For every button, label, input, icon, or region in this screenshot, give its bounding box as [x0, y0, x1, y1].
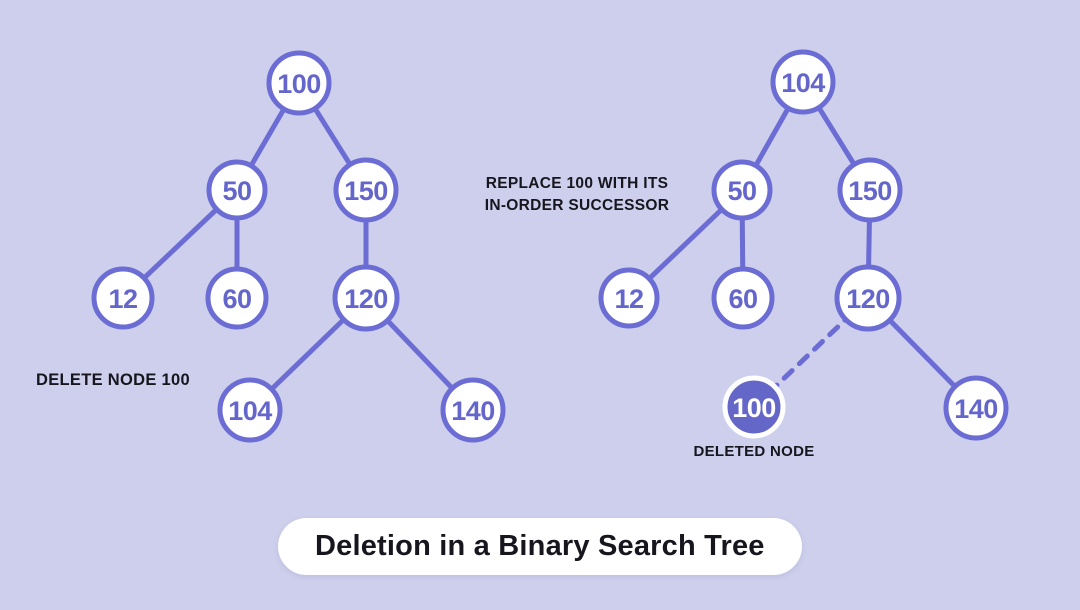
node-circle: [91, 266, 155, 330]
node-circle: [837, 157, 903, 223]
title-pill: Deletion in a Binary Search Tree: [278, 518, 802, 575]
node-value: 60: [222, 284, 251, 314]
node-value: 140: [451, 396, 495, 426]
node-circle: [711, 159, 773, 221]
tree-node-120: 120: [332, 264, 400, 332]
tree-node-100: 100: [266, 50, 332, 116]
tree-node-12: 12: [598, 267, 660, 329]
replace-caption-line2: IN-ORDER SUCCESSOR: [484, 197, 670, 214]
tree-node-150: 150: [837, 157, 903, 223]
tree-node-50: 50: [711, 159, 773, 221]
node-circle: [205, 266, 269, 330]
node-value: 104: [228, 396, 272, 426]
replace-caption: REPLACE 100 WITH ITS IN-ORDER SUCCESSOR: [457, 173, 697, 217]
node-value: 60: [728, 284, 757, 314]
deleted-node-caption: DELETED NODE: [693, 443, 815, 460]
node-value: 100: [732, 393, 776, 423]
node-circle: [834, 264, 902, 332]
node-value: 140: [954, 394, 998, 424]
node-circle: [440, 377, 506, 443]
node-value: 50: [727, 176, 756, 206]
tree-node-140: 140: [943, 375, 1009, 441]
tree-node-12: 12: [91, 266, 155, 330]
node-value: 50: [222, 176, 251, 206]
node-value: 150: [344, 176, 388, 206]
tree-node-104: 104: [217, 377, 283, 443]
replace-caption-line1: REPLACE 100 WITH ITS: [485, 175, 669, 192]
node-value: 104: [781, 68, 825, 98]
tree-node-60: 60: [205, 266, 269, 330]
title-text: Deletion in a Binary Search Tree: [315, 530, 765, 562]
node-value: 12: [108, 284, 137, 314]
node-circle: [770, 49, 836, 115]
deleted-node-circle: [722, 375, 786, 439]
node-value: 12: [614, 284, 643, 314]
deleted-tree-node-100: 100: [722, 375, 786, 439]
node-circle: [217, 377, 283, 443]
node-circle: [711, 266, 775, 330]
node-value: 150: [848, 176, 892, 206]
node-circle: [598, 267, 660, 329]
node-circle: [206, 159, 268, 221]
delete-node-caption: DELETE NODE 100: [36, 371, 190, 389]
node-circle: [332, 264, 400, 332]
tree-node-104: 104: [770, 49, 836, 115]
node-value: 120: [344, 284, 388, 314]
tree-node-150: 150: [333, 157, 399, 223]
node-value: 100: [277, 69, 321, 99]
node-circle: [333, 157, 399, 223]
node-circle: [943, 375, 1009, 441]
tree-node-140: 140: [440, 377, 506, 443]
tree-node-60: 60: [711, 266, 775, 330]
node-circle: [266, 50, 332, 116]
node-value: 120: [846, 284, 890, 314]
tree-node-50: 50: [206, 159, 268, 221]
tree-node-120: 120: [834, 264, 902, 332]
